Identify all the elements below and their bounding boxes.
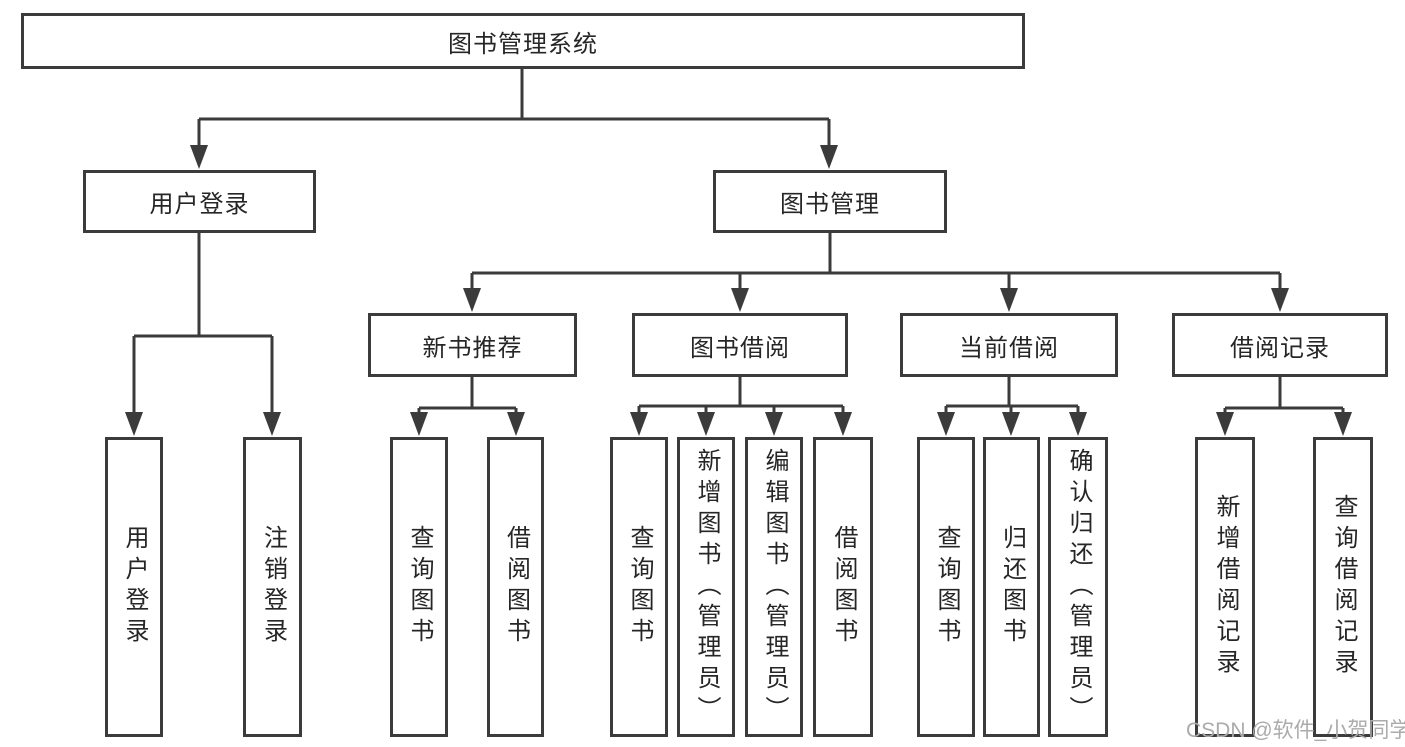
leaf-query-books-current: 查询图书 bbox=[917, 437, 975, 737]
leaf-confirm-return-admin-label: 确认归还（管理员） bbox=[1065, 447, 1092, 727]
node-user-login-label: 用户登录 bbox=[149, 191, 250, 218]
leaf-add-borrow-record: 新增借阅记录 bbox=[1195, 437, 1255, 737]
leaf-edit-books-admin-label: 编辑图书（管理员） bbox=[761, 447, 788, 727]
leaf-user-login-label: 用户登录 bbox=[121, 525, 148, 649]
leaf-logout-label: 注销登录 bbox=[259, 525, 287, 649]
node-book-management-label: 图书管理 bbox=[780, 191, 880, 218]
node-root-label: 图书管理系统 bbox=[448, 30, 598, 58]
node-borrowing-records: 借阅记录 bbox=[1172, 313, 1388, 377]
leaf-user-login: 用户登录 bbox=[105, 437, 163, 737]
node-current-borrowing-label: 当前借阅 bbox=[959, 334, 1059, 362]
csdn-watermark: CSDN @软件_小贺同学 bbox=[1186, 719, 1405, 742]
leaf-query-books-current-label: 查询图书 bbox=[933, 525, 960, 649]
node-current-borrowing: 当前借阅 bbox=[900, 313, 1118, 377]
node-book-borrowing: 图书借阅 bbox=[632, 313, 848, 377]
leaf-add-borrow-record-label: 新增借阅记录 bbox=[1212, 494, 1239, 680]
node-borrowing-records-label: 借阅记录 bbox=[1230, 334, 1330, 362]
leaf-query-books-borrowing: 查询图书 bbox=[610, 437, 668, 737]
leaf-borrow-books-recommend: 借阅图书 bbox=[487, 437, 544, 737]
leaf-return-books-label: 归还图书 bbox=[998, 525, 1026, 649]
leaf-borrow-books: 借阅图书 bbox=[813, 437, 873, 737]
node-new-book-recommend: 新书推荐 bbox=[368, 313, 577, 377]
leaf-return-books: 归还图书 bbox=[983, 437, 1040, 737]
leaf-edit-books-admin: 编辑图书（管理员） bbox=[745, 437, 803, 737]
node-book-borrowing-label: 图书借阅 bbox=[690, 334, 790, 362]
leaf-query-borrow-record-label: 查询借阅记录 bbox=[1330, 494, 1357, 680]
leaf-borrow-books-label: 借阅图书 bbox=[830, 525, 857, 649]
leaf-query-books-recommend-label: 查询图书 bbox=[406, 525, 433, 649]
node-book-management: 图书管理 bbox=[713, 170, 947, 233]
leaf-query-books-recommend: 查询图书 bbox=[390, 437, 448, 737]
node-user-login: 用户登录 bbox=[83, 170, 316, 233]
leaf-query-borrow-record: 查询借阅记录 bbox=[1313, 437, 1373, 737]
leaf-logout: 注销登录 bbox=[243, 437, 302, 737]
leaf-add-books-admin-label: 新增图书（管理员） bbox=[693, 447, 720, 727]
leaf-confirm-return-admin: 确认归还（管理员） bbox=[1048, 437, 1108, 737]
leaf-borrow-books-recommend-label: 借阅图书 bbox=[502, 525, 530, 649]
node-new-book-recommend-label: 新书推荐 bbox=[422, 334, 523, 362]
leaf-query-books-borrowing-label: 查询图书 bbox=[626, 525, 653, 649]
node-root: 图书管理系统 bbox=[21, 13, 1025, 69]
leaf-add-books-admin: 新增图书（管理员） bbox=[677, 437, 735, 737]
